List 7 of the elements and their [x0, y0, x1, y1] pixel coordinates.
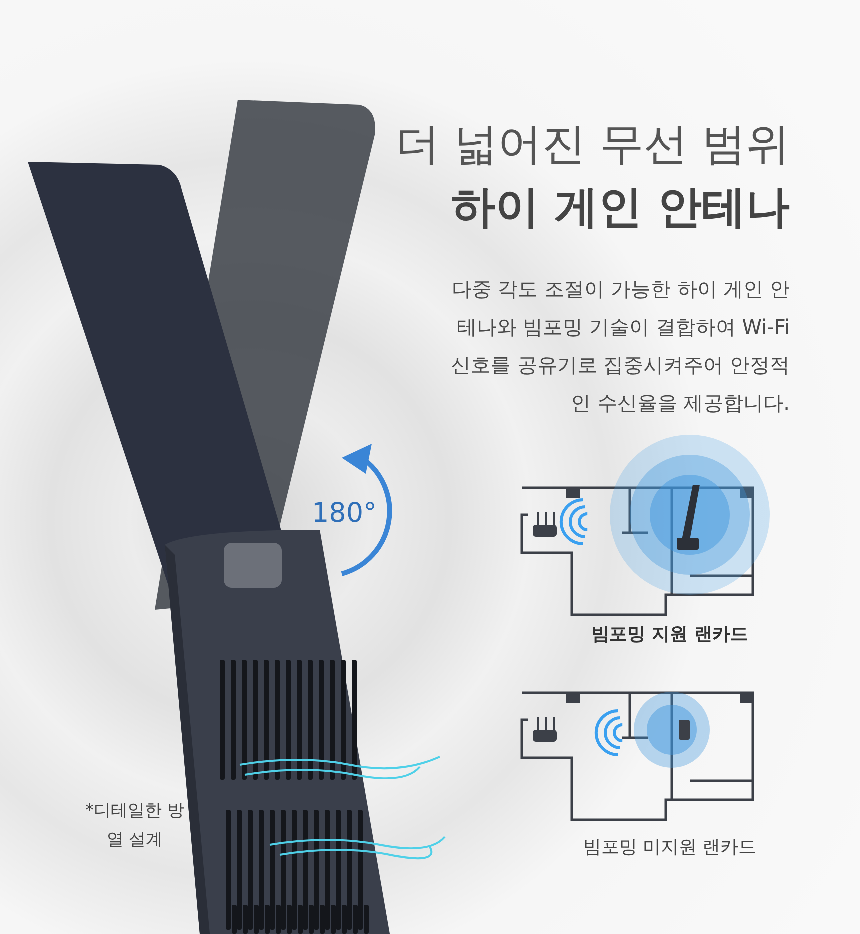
description-text: 다중 각도 조절이 가능한 하이 게인 안테나와 빔포밍 기술이 결합하여 Wi-Fi 신호를 공유기로 집중시켜주어 안정적인 수신율을 제공합니다.: [450, 276, 790, 417]
caption: 빔포밍 미지원 랜카드: [582, 836, 758, 859]
rotation-angle-label: 180°: [312, 498, 378, 529]
heading: 더 넓어진 무선 범위: [396, 118, 790, 172]
heading: 하이 게인 안테나: [451, 181, 790, 235]
annotation-text: *디테일한 방열 설계: [84, 800, 186, 852]
caption: 빔포밍 지원 랜카드: [590, 623, 750, 646]
